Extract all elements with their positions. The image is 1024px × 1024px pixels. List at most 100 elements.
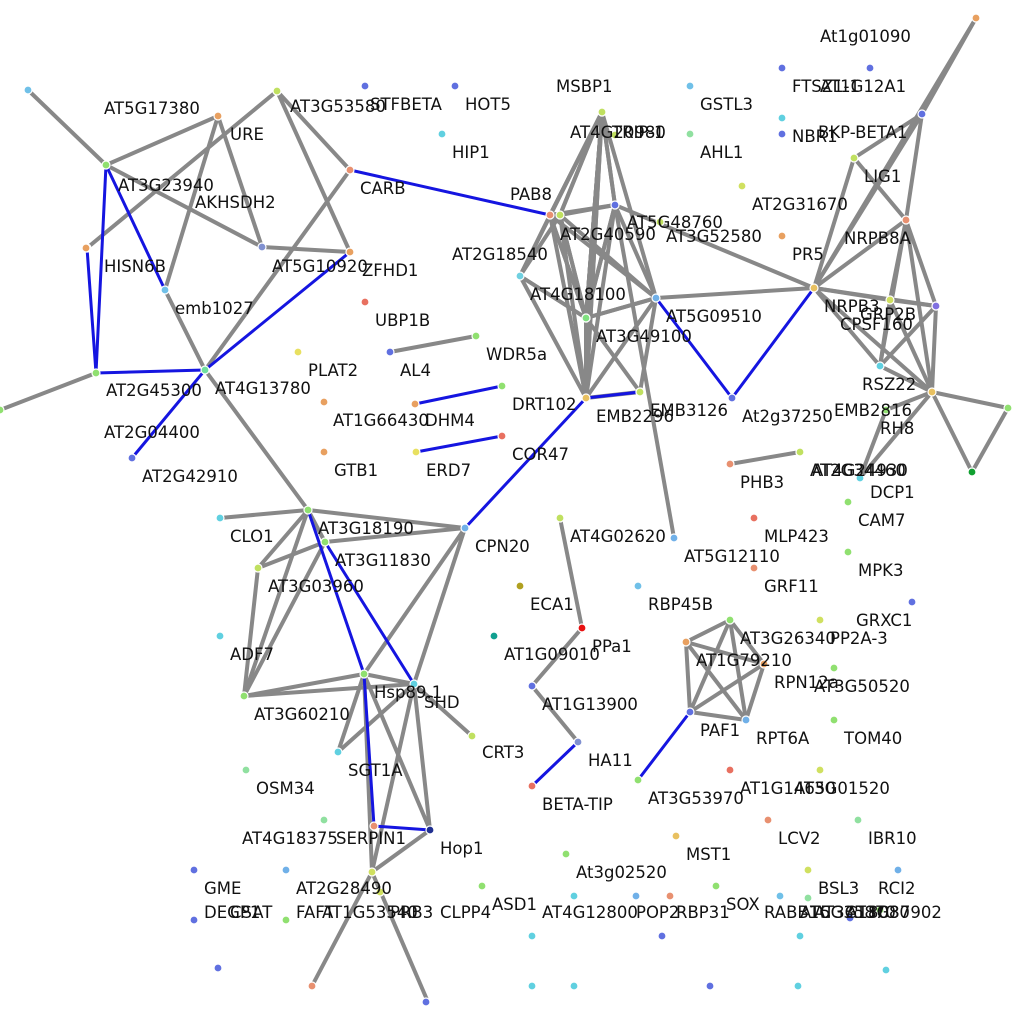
node-bkp-beta1[interactable] [917,109,927,119]
node-at1g66430[interactable] [410,399,420,409]
node-at3g02520[interactable] [561,849,571,859]
node-asd1[interactable] [477,881,487,891]
node-at4g20980[interactable] [597,107,607,117]
unlabeled-node[interactable] [705,981,715,991]
node-at1g01090[interactable] [971,13,981,23]
node-emb1027[interactable] [160,285,170,295]
node-akhsdh2[interactable] [257,242,267,252]
node-carb[interactable] [345,165,355,175]
node-sox[interactable] [711,881,721,891]
node-at5g12110[interactable] [669,533,679,543]
node-hop1[interactable] [425,825,435,835]
unlabeled-node[interactable] [777,129,787,139]
node-emb3126[interactable] [635,387,645,397]
unlabeled-node[interactable] [795,931,805,941]
node-pp2a-3[interactable] [815,615,825,625]
node-at2g18540[interactable] [515,271,525,281]
node-at3g50520[interactable] [829,663,839,673]
node-rci2[interactable] [893,865,903,875]
node-at4g18375[interactable] [319,815,329,825]
node-rsz22[interactable] [875,361,885,371]
node-pab8[interactable] [545,210,555,220]
unlabeled-node[interactable] [307,981,317,991]
node-at4g02620[interactable] [555,513,565,523]
node-ha11[interactable] [573,737,583,747]
node-lig1[interactable] [849,153,859,163]
node-shd[interactable] [409,679,419,689]
node-at3g60210[interactable] [239,691,249,701]
unlabeled-node[interactable] [793,981,803,991]
node-at1g13900[interactable] [527,681,537,691]
node-at3g23940[interactable] [101,160,111,170]
unlabeled-node[interactable] [319,397,329,407]
node-rh8[interactable] [881,405,891,415]
unlabeled-node[interactable] [881,965,891,975]
node-nbr1[interactable] [777,113,787,123]
node-mpk3[interactable] [843,547,853,557]
node-at5g09510[interactable] [651,293,661,303]
node-gstl3[interactable] [685,81,695,91]
node-emb2816[interactable] [927,387,937,397]
node-cor47[interactable] [497,431,507,441]
node-at2g45300[interactable] [91,368,101,378]
node-at3g18080[interactable] [845,913,855,923]
node-adf7[interactable] [215,631,225,641]
node-at3g53580[interactable] [272,86,282,96]
unlabeled-node[interactable] [213,963,223,973]
unlabeled-node[interactable] [1003,403,1013,413]
node-nrpb8a[interactable] [901,215,911,225]
node-at4g13780[interactable] [200,365,210,375]
unlabeled-node[interactable] [81,243,91,253]
node-degp1[interactable] [189,915,199,925]
unlabeled-node[interactable] [967,467,977,477]
node-at2g28490[interactable] [367,867,377,877]
node-gtb1[interactable] [319,447,329,457]
node-rbp45b[interactable] [633,581,643,591]
node-ibr10[interactable] [853,815,863,825]
node-at3g52580[interactable] [655,217,665,227]
node-crt3[interactable] [467,731,477,741]
node-hot5[interactable] [450,81,460,91]
unlabeled-node[interactable] [527,931,537,941]
node-csat[interactable] [281,865,291,875]
node-at2g37250[interactable] [727,393,737,403]
node-tom40[interactable] [829,715,839,725]
node-ppa1[interactable] [577,623,587,633]
node-paf1[interactable] [685,707,695,717]
node-stfbeta[interactable] [360,81,370,91]
node-lcv2[interactable] [763,815,773,825]
node-rbp31[interactable] [665,891,675,901]
node-nrpb3[interactable] [809,283,819,293]
unlabeled-node[interactable] [527,981,537,991]
node-at3g37902[interactable] [875,905,885,915]
node-hip1[interactable] [437,129,447,139]
node-trip-1[interactable] [610,130,620,140]
node-cpn20[interactable] [460,523,470,533]
node-at1g79210[interactable] [681,637,691,647]
node-beta-tip[interactable] [527,781,537,791]
node-rpn12a[interactable] [759,659,769,669]
node-at3g01520[interactable] [815,765,825,775]
node-bsl3[interactable] [803,865,813,875]
node-pr5[interactable] [777,231,787,241]
unlabeled-node[interactable] [569,981,579,991]
node-at5g17380[interactable] [213,111,223,121]
node-at3g18190[interactable] [303,505,313,515]
node-prb3[interactable] [375,887,385,897]
node-at2g31670[interactable] [737,181,747,191]
node-faft[interactable] [281,915,291,925]
node-at3g53970[interactable] [633,775,643,785]
node-gme[interactable] [189,865,199,875]
node-ubp1b[interactable] [360,297,370,307]
node-at1g14650[interactable] [725,765,735,775]
node-at3g26340[interactable] [725,615,735,625]
node-mlp423[interactable] [749,513,759,523]
node-grxc1[interactable] [907,597,917,607]
node-ftsz1-1[interactable] [777,63,787,73]
node-at4g12800[interactable] [569,891,579,901]
node-at3g49100[interactable] [581,313,591,323]
node-mst1[interactable] [671,831,681,841]
node-zfhd1[interactable] [345,247,355,257]
unlabeled-node[interactable] [657,931,667,941]
node-al4[interactable] [385,347,395,357]
